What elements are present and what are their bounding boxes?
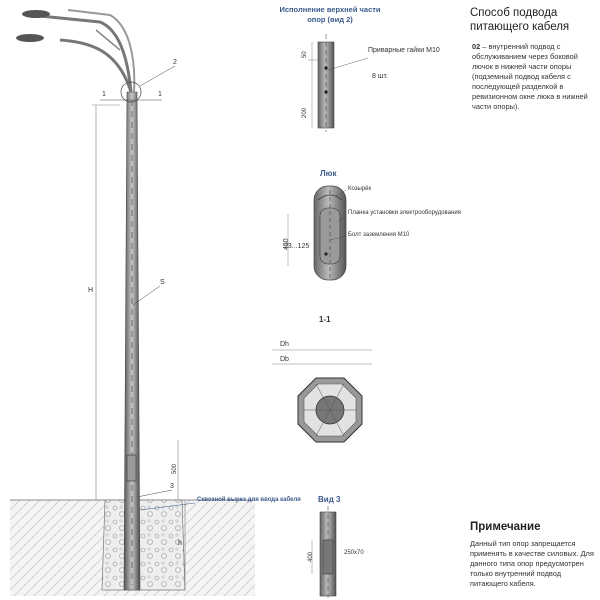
nuts-label: Приварные гайки М10 bbox=[368, 46, 440, 54]
section-db: Db bbox=[280, 356, 289, 363]
label-h: h bbox=[178, 540, 182, 547]
note-description: Данный тип опор запрещается применять в … bbox=[470, 539, 594, 588]
dim-400: 400 bbox=[308, 551, 314, 562]
note-title: Примечание bbox=[470, 521, 541, 533]
top-variant-drawing: 50 200 Приварные гайки М10 8 шт. bbox=[302, 34, 440, 132]
foundation-pit bbox=[101, 499, 186, 591]
nuts-count: 8 шт. bbox=[372, 73, 388, 80]
top-variant-title: Исполнение верхней части опор (вид 2) bbox=[279, 5, 381, 24]
hatch-bolt: Болт заземления М10 bbox=[348, 232, 410, 238]
view3-drawing: Вид 3 400 250x70 bbox=[308, 495, 364, 598]
method-text: – внутренний подвод с обслуживанием чере… bbox=[472, 42, 588, 111]
callout-S: S bbox=[160, 279, 165, 286]
dim-73-125: 73...125 bbox=[284, 243, 309, 250]
dim-450: 450 bbox=[283, 238, 290, 250]
hatch-plate: Планка установки электрооборудования bbox=[348, 210, 461, 216]
hatch-visor: Козырёк bbox=[348, 186, 372, 192]
callout-2: 2 bbox=[173, 59, 177, 66]
label-H: H bbox=[88, 287, 93, 294]
dim-50: 50 bbox=[302, 51, 308, 58]
hatch-drawing: Люк Козырёк Планка установки электрообор… bbox=[283, 169, 461, 281]
dim-200: 200 bbox=[302, 107, 308, 118]
dim-500: 500 bbox=[172, 463, 178, 474]
cut-label: Сквозной вырез для ввода кабеля bbox=[197, 496, 301, 503]
method-title: Способ подвода питающего кабеля bbox=[470, 7, 570, 33]
luminaire-upper bbox=[22, 10, 50, 18]
view3-title: Вид 3 bbox=[318, 495, 341, 504]
hatch-title: Люк bbox=[320, 169, 337, 178]
pole-hatch bbox=[126, 454, 137, 482]
section-mark-right: 1 bbox=[158, 91, 162, 98]
section-title: 1-1 bbox=[319, 315, 331, 324]
pole-drawing: 2 1 1 H S 500 h 3 Сквозной вырез для вво… bbox=[10, 9, 301, 596]
method-code: 02 bbox=[472, 42, 481, 51]
section-mark-left: 1 bbox=[102, 91, 106, 98]
callout-3: 3 bbox=[170, 483, 174, 490]
section-drawing: 1-1 Dh Db bbox=[272, 315, 372, 443]
section-dh: Dh bbox=[280, 341, 289, 348]
dim-250x70: 250x70 bbox=[344, 550, 364, 556]
method-description: 02 – внутренний подвод с обслуживанием ч… bbox=[472, 42, 598, 112]
luminaire-lower bbox=[16, 34, 44, 42]
